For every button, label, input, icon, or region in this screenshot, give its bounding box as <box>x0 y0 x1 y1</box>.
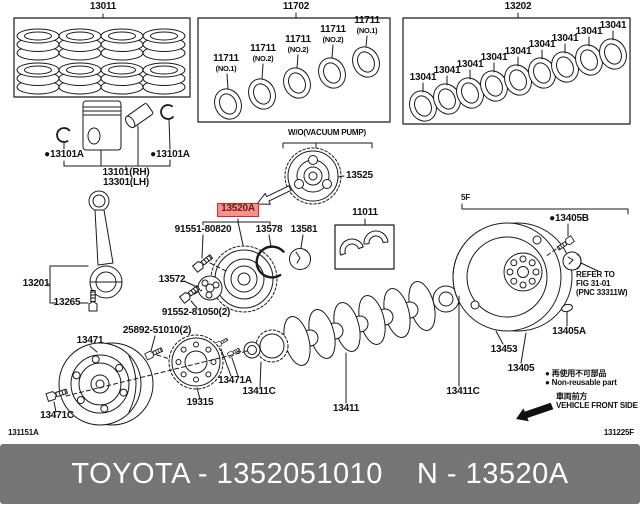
label-13041-6[interactable]: 13041 <box>528 39 556 50</box>
footer-part-banner: TOYOTA - 1352051010 N - 13520A <box>0 444 640 504</box>
label-11711-no1-b[interactable]: 11711(NO.1) <box>354 15 380 35</box>
label-13011[interactable]: 13011 <box>89 1 117 12</box>
piston-drawing <box>82 100 122 151</box>
pointer-arrow <box>256 185 292 205</box>
label-13101rh[interactable]: 13101(RH) <box>102 167 150 178</box>
snap-ring-right <box>159 103 174 121</box>
label-13041-8[interactable]: 13041 <box>575 26 603 37</box>
highlight-13520a[interactable]: 13520A <box>217 203 259 217</box>
damper-pulley-drawing <box>58 342 154 426</box>
crank-gear-13520a <box>210 245 278 313</box>
label-13578[interactable]: 13578 <box>255 224 283 235</box>
label-25892-51010[interactable]: 25892-51010(2) <box>122 325 192 336</box>
label-13101a-left[interactable]: ●13101A <box>44 149 84 160</box>
label-91551-80820[interactable]: 91551-80820 <box>174 224 232 235</box>
label-13405a[interactable]: 13405A <box>552 326 586 337</box>
label-11711-no2-c[interactable]: 11711(NO.2) <box>320 24 346 44</box>
label-11711-no2-b[interactable]: 11711(NO.2) <box>285 34 311 54</box>
group-boxes <box>13 17 631 270</box>
label-13572[interactable]: 13572 <box>158 274 186 285</box>
legend-jp-nonreusable: ● 再使用不可部品 <box>545 369 607 378</box>
label-13411[interactable]: 13411 <box>332 403 360 414</box>
label-13265[interactable]: 13265 <box>53 297 81 308</box>
label-11711-no1-a[interactable]: 11711(NO.1) <box>213 53 239 73</box>
thrust-washer-left <box>336 235 364 256</box>
label-11711-no2-a[interactable]: 11711(NO.2) <box>250 43 276 63</box>
label-13041-9[interactable]: 13041 <box>599 20 627 31</box>
label-13041-4[interactable]: 13041 <box>480 52 508 63</box>
label-13471c[interactable]: 13471C <box>40 410 74 421</box>
piston-pin-drawing <box>124 103 154 129</box>
refer-note: REFER TO FIG 31-01 (PNC 33311W) <box>576 270 628 298</box>
label-13471a[interactable]: 13471A <box>218 375 252 386</box>
leader-lines <box>47 12 629 413</box>
flywheel-drawing <box>452 222 573 332</box>
timing-plate-drawing <box>168 334 224 390</box>
legend-en-front: VEHICLE FRONT SIDE <box>556 401 638 410</box>
label-13041-1[interactable]: 13041 <box>409 72 437 83</box>
piston-rings-box <box>13 17 191 98</box>
label-13453[interactable]: 13453 <box>490 344 518 355</box>
crankshaft-drawing <box>243 281 460 366</box>
legend-jp-front: 車両前方 <box>556 392 588 401</box>
label-91552-81050[interactable]: 91552-81050(2) <box>161 307 231 318</box>
label-13101a-right[interactable]: ●13101A <box>150 149 190 160</box>
refer-part-drawing <box>562 251 582 271</box>
banner-brand-part: TOYOTA - 1352051010 <box>71 457 383 490</box>
label-13201[interactable]: 13201 <box>22 278 50 289</box>
pulley-bolt-drawing <box>179 283 202 304</box>
label-13041-5[interactable]: 13041 <box>504 46 532 57</box>
label-13411c-right[interactable]: 13411C <box>446 386 480 397</box>
label-13041-3[interactable]: 13041 <box>456 59 484 70</box>
timing-gear-13525 <box>284 147 342 205</box>
piston-ring-stacks <box>16 28 186 95</box>
label-13301lh[interactable]: 13301(LH) <box>103 177 149 188</box>
sensor-plate-13581 <box>289 248 311 270</box>
label-13041-7[interactable]: 13041 <box>551 33 579 44</box>
small-pulley-13572 <box>197 275 223 301</box>
main-bearings-box <box>402 17 631 125</box>
fig-code-left: 131151A <box>8 428 39 437</box>
snap-ring-left <box>55 125 71 144</box>
legend-en-nonreusable: ● Non-reusable part <box>545 378 617 387</box>
label-11702[interactable]: 11702 <box>282 1 310 12</box>
label-wo-vacuum-pump: W/O(VACUUM PUMP) <box>288 128 366 137</box>
label-13581[interactable]: 13581 <box>290 224 318 235</box>
rod-bearings-box <box>197 17 391 123</box>
center-dash-lines <box>65 248 557 397</box>
thrust-washer-right <box>362 229 389 245</box>
label-13041-2[interactable]: 13041 <box>433 65 461 76</box>
label-13405[interactable]: 13405 <box>507 363 535 374</box>
label-19315[interactable]: 19315 <box>186 397 214 408</box>
label-13202[interactable]: 13202 <box>504 1 532 12</box>
label-13471[interactable]: 13471 <box>76 335 104 346</box>
connecting-rod-drawing <box>88 190 123 299</box>
label-5f: 5F <box>461 193 470 202</box>
flywheel-pin-drawing <box>561 303 573 313</box>
damper-bolt2-drawing <box>144 345 164 361</box>
banner-pnc: N - 13520A <box>416 457 569 490</box>
diagram-line-art <box>13 12 632 426</box>
label-11011[interactable]: 11011 <box>352 207 378 218</box>
vehicle-front-arrow <box>516 402 554 422</box>
label-13525[interactable]: 13525 <box>346 170 373 181</box>
label-13405b[interactable]: ●13405B <box>549 213 589 224</box>
fig-code-right: 131225F <box>603 428 634 437</box>
label-13411c-left[interactable]: 13411C <box>242 386 276 397</box>
